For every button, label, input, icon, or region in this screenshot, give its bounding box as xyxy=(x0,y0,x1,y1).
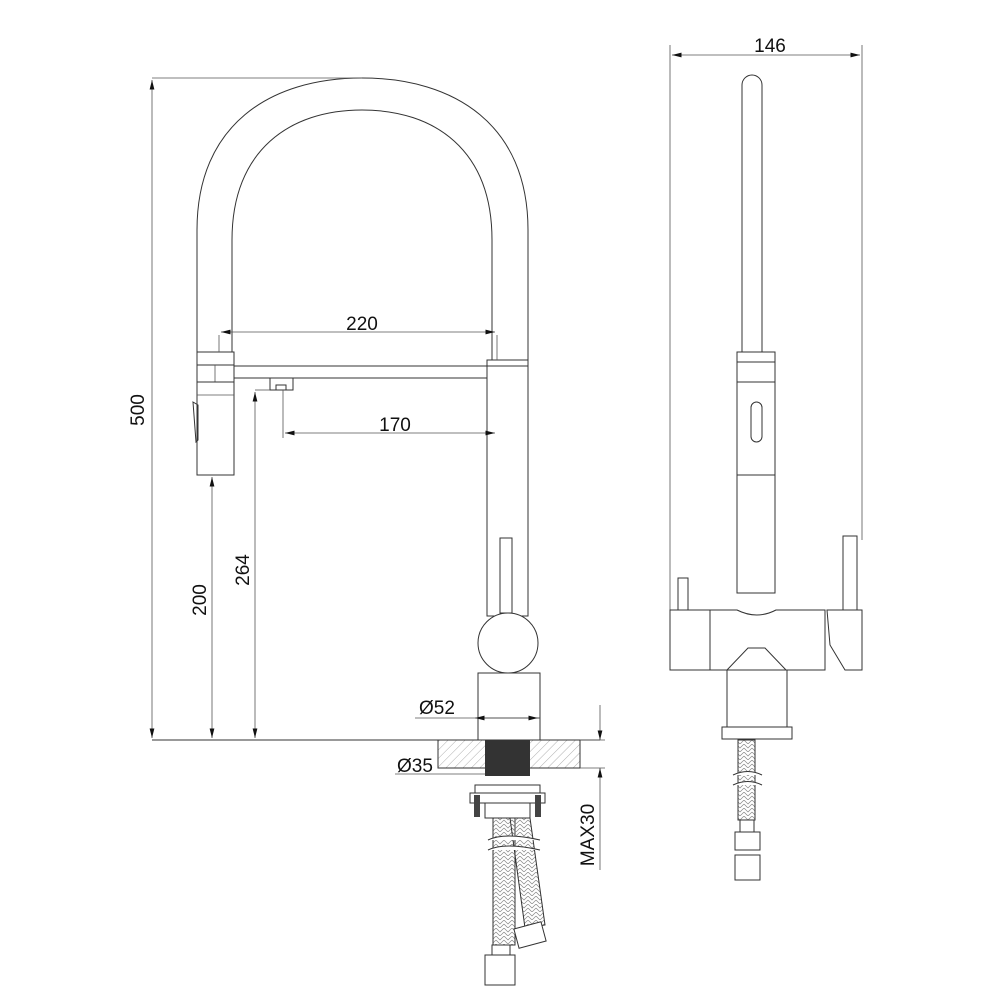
dim-146: 146 xyxy=(754,36,786,57)
spout-arm xyxy=(233,365,497,379)
left-handle xyxy=(677,577,689,611)
hose-front xyxy=(737,739,756,821)
dim-170: 170 xyxy=(379,415,411,436)
hose-nut-2 xyxy=(513,921,547,949)
hose-nut-1 xyxy=(484,954,516,986)
spout-arch-inner xyxy=(231,109,493,360)
lever xyxy=(499,537,513,614)
dim-d52: Ø52 xyxy=(419,698,455,719)
aerator xyxy=(269,377,294,391)
threaded-shank xyxy=(485,740,530,776)
spray-head-front xyxy=(736,351,776,363)
body-left xyxy=(669,609,711,671)
hose-nut-front xyxy=(734,831,761,851)
body-right xyxy=(826,609,863,671)
spout-collar xyxy=(486,359,529,367)
right-lever xyxy=(842,535,858,611)
body-center xyxy=(709,609,826,671)
dim-d35: Ø35 xyxy=(397,756,433,777)
spray-button xyxy=(750,401,763,443)
side-view xyxy=(152,77,600,986)
dim-max30: MAX30 xyxy=(578,804,599,866)
trigger xyxy=(192,401,199,444)
dim-220: 220 xyxy=(346,314,378,335)
spray-head xyxy=(192,351,235,476)
side-view-dimensions: 500 220 170 200 264 Ø52 Ø35 MAX30 xyxy=(128,77,605,870)
spout-tube xyxy=(741,74,763,352)
dim-500: 500 xyxy=(128,394,149,426)
base-neck xyxy=(726,669,788,728)
handle-cartridge xyxy=(477,612,539,674)
dim-200: 200 xyxy=(190,584,211,616)
dim-264: 264 xyxy=(233,554,254,586)
hose-2 xyxy=(509,817,546,929)
base-flange xyxy=(721,726,793,740)
base xyxy=(477,672,541,719)
front-view: 146 xyxy=(669,36,863,881)
